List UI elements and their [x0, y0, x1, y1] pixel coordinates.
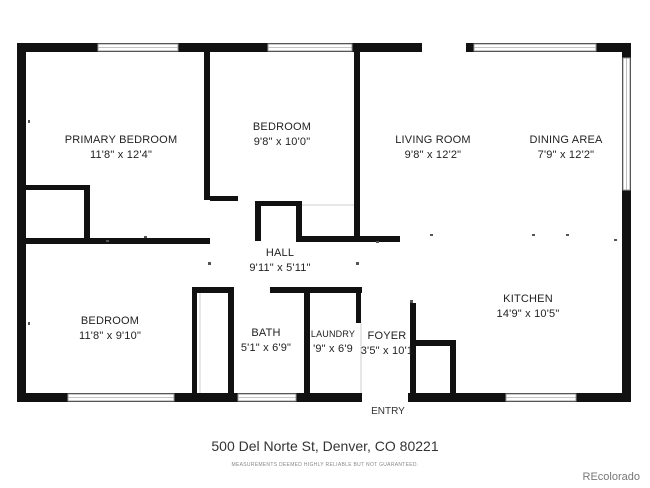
wall-hall-closet-right: [296, 201, 302, 241]
window-dining-top: [473, 43, 597, 52]
wall-hall-closet-bottom: [296, 236, 400, 242]
wall-hall-closet-left: [255, 201, 261, 241]
brand-watermark: REcolorado: [582, 471, 640, 483]
outer-wall-left: [17, 43, 26, 402]
wall-foyer-right: [410, 303, 416, 393]
room-label-foyer: FOYER 3'5" x 10'1: [361, 329, 414, 359]
window-dining-right: [622, 57, 631, 191]
wall-bedroom-top-bottom-left: [210, 196, 238, 201]
room-label-living-room: LIVING ROOM 9'8" x 12'2": [395, 133, 471, 163]
room-dimensions: 5'1" x 6'9": [240, 342, 292, 354]
room-dimensions: 9'8" x 12'2": [404, 149, 462, 161]
wall-laundry-right: [356, 293, 361, 323]
entry-label: ENTRY: [371, 406, 405, 417]
room-label-kitchen: KITCHEN 14'9" x 10'5": [497, 292, 560, 322]
room-dimensions: 11'8" x 12'4": [89, 149, 153, 161]
room-name: LAUNDRY: [310, 329, 356, 339]
wall-kitchen-nook-top: [410, 340, 456, 346]
property-address: 500 Del Norte St, Denver, CO 80221: [211, 438, 439, 454]
room-label-bedroom-top: BEDROOM 9'8" x 10'0": [253, 120, 311, 150]
window-kitchen-bottom: [505, 393, 577, 402]
wall-hall-closet-top: [255, 201, 301, 206]
door-entry: [362, 393, 408, 402]
room-name: FOYER: [367, 330, 407, 342]
room-name: BEDROOM: [80, 315, 140, 327]
window-primary-top: [97, 43, 179, 52]
room-name: HALL: [265, 247, 295, 259]
room-name: LIVING ROOM: [395, 134, 471, 146]
outlet-markers: [28, 120, 617, 325]
room-label-laundry: LAUNDRY '9" x 6'9: [311, 327, 355, 357]
room-name: BEDROOM: [252, 121, 312, 133]
room-dimensions: 9'8" x 10'0": [253, 136, 311, 148]
outer-wall-right: [622, 43, 631, 402]
window-bedroom-bottom: [67, 393, 175, 402]
room-label-primary-bedroom: PRIMARY BEDROOM 11'8" x 12'4": [65, 133, 178, 163]
room-name: KITCHEN: [503, 293, 553, 305]
wall-closet-top: [26, 185, 90, 190]
room-dimensions: '9" x 6'9: [313, 343, 353, 355]
room-dimensions: 11'8" x 9'10": [78, 330, 142, 342]
room-dimensions: 3'5" x 10'1: [360, 345, 414, 357]
wall-primary-bottom: [26, 238, 210, 244]
room-dimensions: 14'9" x 10'5": [496, 308, 560, 320]
room-name: PRIMARY BEDROOM: [64, 134, 178, 146]
room-label-bath: BATH 5'1" x 6'9": [241, 326, 291, 356]
wall-bath-right: [304, 287, 310, 393]
window-bath-bottom: [237, 393, 297, 402]
wall-bath-top: [192, 287, 234, 293]
room-dimensions: 9'11" x 5'11": [249, 262, 311, 274]
wall-primary-bedroom-right: [204, 52, 210, 200]
room-label-hall: HALL 9'11" x 5'11": [249, 246, 310, 276]
room-dimensions: 7'9" x 12'2": [537, 149, 595, 161]
wall-bath-left: [192, 287, 197, 393]
room-name: BATH: [251, 327, 281, 339]
wall-bedroom-top-right: [354, 52, 360, 242]
wall-kitchen-nook-right: [450, 340, 456, 393]
room-label-bedroom-bottom: BEDROOM 11'8" x 9'10": [79, 314, 141, 344]
wall-closet-right: [84, 185, 90, 240]
room-name: DINING AREA: [529, 134, 603, 146]
window-bedroom-top: [267, 43, 353, 52]
door-gap-top: [422, 43, 466, 52]
wall-bath-left-inner: [228, 287, 234, 393]
outer-wall-bottom: [17, 393, 631, 402]
room-label-dining-area: DINING AREA 7'9" x 12'2": [529, 133, 602, 163]
measurement-disclaimer: MEASUREMENTS DEEMED HIGHLY RELIABLE BUT …: [231, 462, 419, 468]
wall-bath-top-right: [270, 287, 362, 293]
